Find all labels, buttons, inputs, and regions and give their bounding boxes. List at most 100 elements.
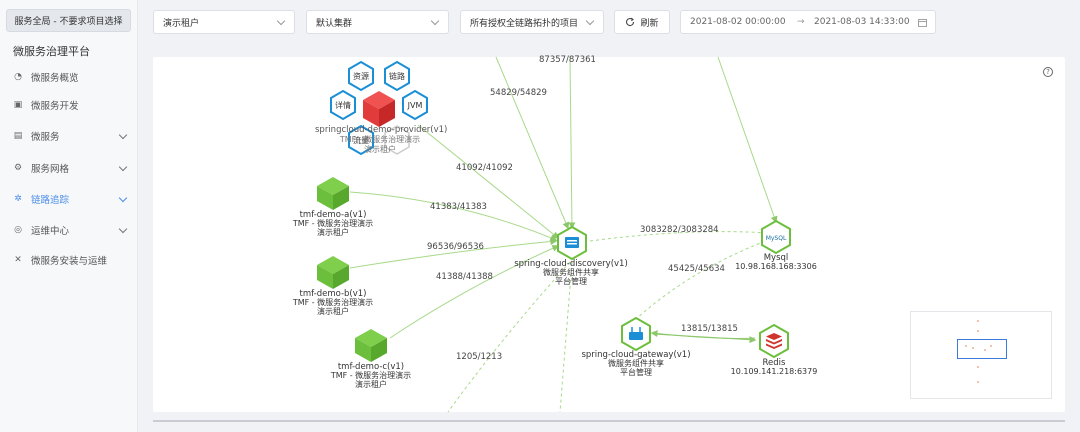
bottom-scrollbar[interactable] — [153, 420, 1065, 422]
sidebar-item-label: 链路追踪 — [31, 195, 70, 206]
sidebar: 服务全局 - 不要求项目选择 微服务治理平台 ◔ 微服务概览 ▣ 微服务开发 ▤… — [0, 0, 138, 432]
sidebar-item-link-trace[interactable]: ✲ 链路追踪 — [0, 188, 138, 210]
discovery-node-name: spring-cloud-discovery(v1) — [514, 259, 628, 269]
sidebar-item-label: 运维中心 — [31, 226, 70, 237]
service-node-demo-c-icon[interactable] — [353, 327, 389, 363]
edge-line — [652, 333, 757, 344]
tools-icon: ✕ — [14, 255, 22, 265]
database-node-redis-icon[interactable] — [758, 324, 790, 358]
provider-node-name: springcloud-demo-provider(v1) — [315, 125, 448, 135]
refresh-icon — [626, 17, 635, 27]
provider-cube-icon — [363, 91, 395, 127]
service-node-gateway-icon[interactable] — [620, 317, 652, 351]
topology-minimap[interactable] — [910, 311, 1052, 399]
edge-label: 1205/1213 — [456, 352, 503, 362]
hex-detail-label[interactable]: 详情 — [335, 100, 351, 110]
edge-label: 45425/45634 — [668, 264, 725, 274]
demo-c-node-sub2: 演示租户 — [355, 380, 387, 389]
provider-node-sub2: 演示租户 — [364, 145, 396, 154]
edge-label: 41383/41383 — [430, 202, 487, 212]
discovery-node-sub1: 微服务组件共享 — [543, 268, 599, 277]
demo-a-node-sub1: TMF - 微服务治理演示 — [292, 219, 374, 228]
service-node-demo-a-icon[interactable] — [315, 175, 351, 211]
demo-c-node-name: tmf-demo-c(v1) — [337, 362, 405, 372]
demo-a-node-sub2: 演示租户 — [317, 228, 349, 237]
service-node-demo-b-icon[interactable] — [315, 254, 351, 290]
grid-icon: ▤ — [13, 131, 23, 141]
date-range-picker[interactable]: 2021-08-02 00:00:00 → 2021-08-03 14:33:0… — [680, 10, 936, 34]
gear-icon: ⚙ — [13, 163, 23, 173]
edge-label: 54829/54829 — [490, 88, 547, 98]
cluster-select[interactable]: 默认集群 — [306, 10, 449, 34]
edge-line — [495, 56, 570, 230]
sidebar-item-ops-center[interactable]: ◎ 运维中心 — [0, 219, 138, 241]
date-arrow: → — [797, 17, 805, 27]
hex-jvm-label[interactable]: JVM — [407, 100, 423, 110]
edge-label: 87357/87361 — [539, 55, 596, 65]
edge-label: 41092/41092 — [456, 163, 513, 173]
mysql-node-name: Mysql — [763, 253, 789, 263]
edge-label: 41388/41388 — [436, 272, 493, 282]
sidebar-item-service-overview[interactable]: ◔ 微服务概览 — [0, 66, 138, 88]
minimap-viewport[interactable] — [957, 339, 1007, 359]
tenant-select[interactable]: 演示租户 — [153, 10, 295, 34]
gateway-node-sub1: 微服务组件共享 — [608, 359, 664, 368]
demo-c-node-sub1: TMF - 微服务治理演示 — [330, 371, 412, 380]
database-node-mysql-icon[interactable]: MySQL — [760, 220, 792, 254]
code-box-icon: ▣ — [13, 100, 23, 110]
edge-label: 96536/96536 — [427, 242, 484, 252]
service-node-discovery-icon[interactable] — [556, 226, 588, 260]
dashboard-icon: ◔ — [14, 72, 22, 82]
edge-line — [349, 191, 558, 242]
edge-line — [389, 245, 560, 339]
calendar-icon — [918, 19, 927, 27]
service-node-provider[interactable] — [325, 60, 435, 160]
project-select[interactable]: 所有授权全链路拓扑的项目 — [460, 10, 604, 34]
gateway-node-name: spring-cloud-gateway(v1) — [581, 350, 691, 360]
sidebar-item-label: 微服务安装与运维 — [31, 256, 108, 267]
sidebar-item-service-dev[interactable]: ▣ 微服务开发 — [0, 94, 138, 116]
redis-node-name: Redis — [762, 358, 786, 368]
edge-line — [447, 261, 571, 413]
demo-b-node-name: tmf-demo-b(v1) — [299, 289, 367, 299]
hex-detail-button — [330, 89, 356, 121]
settings-circle-icon: ◎ — [14, 225, 22, 235]
discovery-node-sub2: 平台管理 — [555, 277, 587, 286]
sidebar-item-label: 服务网格 — [31, 164, 70, 175]
sidebar-item-label: 微服务 — [31, 132, 60, 143]
sidebar-item-service-mesh[interactable]: ⚙ 服务网格 — [0, 157, 138, 179]
hex-traffic-button — [348, 124, 374, 156]
mysql-logo-text: MySQL — [766, 235, 787, 242]
edge-line — [559, 261, 573, 413]
edge-label: 13815/13815 — [681, 324, 738, 334]
hex-jvm-button — [402, 89, 428, 121]
sidebar-item-microservice[interactable]: ▤ 微服务 — [0, 125, 138, 147]
edge-line — [417, 124, 560, 239]
platform-title: 微服务治理平台 — [13, 45, 90, 58]
refresh-label: 刷新 — [640, 18, 659, 29]
cluster-select-value: 默认集群 — [316, 18, 353, 29]
edge-line — [634, 238, 770, 321]
date-start: 2021-08-02 00:00:00 — [690, 17, 786, 27]
hex-resource-label[interactable]: 资源 — [353, 71, 369, 81]
sidebar-item-label: 微服务概览 — [31, 73, 79, 84]
help-icon[interactable]: ? — [1043, 67, 1053, 77]
sidebar-item-install-ops[interactable]: ✕ 微服务安装与运维 — [0, 249, 138, 271]
gateway-node-sub2: 平台管理 — [620, 368, 652, 377]
project-select-value: 所有授权全链路拓扑的项目 — [470, 18, 579, 29]
redis-node-address: 10.109.141.218:6379 — [730, 367, 818, 376]
sidebar-item-label: 微服务开发 — [31, 101, 79, 112]
hex-link-button — [384, 60, 410, 92]
edge-label: 3083282/3083284 — [640, 225, 719, 235]
edge-line — [568, 56, 576, 230]
provider-node-sub1: TMF - 微服务治理演示 — [339, 135, 421, 144]
mysql-node-address: 10.98.168.168:3306 — [735, 262, 817, 271]
hex-resource-button — [348, 60, 374, 92]
date-end: 2021-08-03 14:33:00 — [814, 17, 910, 27]
hex-link-label[interactable]: 链路 — [389, 71, 405, 81]
scope-select-button[interactable]: 服务全局 - 不要求项目选择 — [6, 9, 131, 32]
refresh-button[interactable]: 刷新 — [614, 10, 670, 34]
hex-traffic-label[interactable]: 流量 — [353, 135, 369, 145]
edge-line — [349, 238, 558, 269]
